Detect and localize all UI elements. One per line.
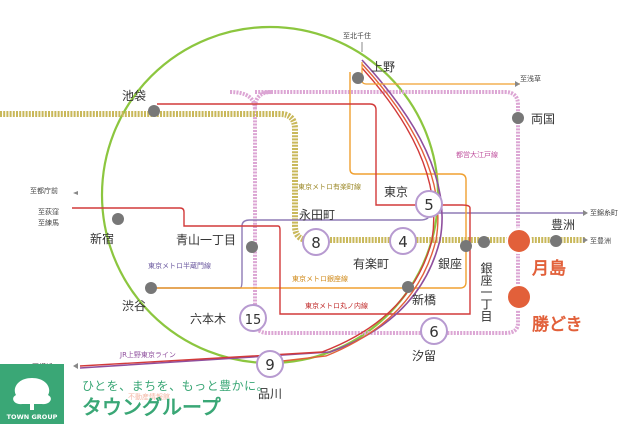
station-tokyo: 東京 xyxy=(384,185,408,199)
jr-tokaido-line xyxy=(273,63,439,363)
station-roppongi: 六本木 xyxy=(190,312,226,326)
oedo-line-label: 都営大江戸線 xyxy=(456,150,498,159)
arrow-kinshicho-icon xyxy=(583,210,588,216)
minutes-tokyo: 5 xyxy=(424,196,434,214)
dest-nerima: 至練馬 xyxy=(38,218,59,227)
minutes-nagatacho: 8 xyxy=(311,234,321,252)
dest-kita-senju: 至北千住 xyxy=(343,31,371,40)
station-tsukishima-marker xyxy=(506,228,532,254)
yurakucho-line-label: 東京メトロ有楽町線 xyxy=(298,182,361,191)
minutes-badge-tokyo: 5 xyxy=(415,190,443,218)
yurakucho-line xyxy=(0,111,585,243)
dest-ogikubo: 至荻窪 xyxy=(38,207,59,216)
station-aoyama-node xyxy=(246,241,258,253)
station-shiodome: 汐留 xyxy=(412,348,436,363)
minutes-shiodome: 6 xyxy=(429,323,439,341)
station-nagatacho: 永田町 xyxy=(299,208,335,222)
station-ryogoku: 両国 xyxy=(531,112,555,126)
oedo-line-west xyxy=(229,90,257,111)
marunouchi-line-label: 東京メトロ丸ノ内線 xyxy=(305,301,368,310)
marunouchi-line xyxy=(72,103,471,315)
station-ginza-node xyxy=(460,240,472,252)
ginza-line xyxy=(150,72,467,289)
brand-logo-text: TOWN GROUP xyxy=(7,413,58,421)
minutes-badge-yurakucho: 4 xyxy=(389,227,417,255)
brand-faint-text: 不動産情報館 xyxy=(128,392,170,401)
station-aoyama: 青山一丁目 xyxy=(176,233,236,247)
station-tsukishima: 月島 xyxy=(531,258,566,279)
minutes-yurakucho: 4 xyxy=(398,233,408,251)
ginza-line-label: 東京メトロ銀座線 xyxy=(292,274,348,283)
station-toyosu-node xyxy=(550,235,562,247)
dest-toyosu: 至豊洲 xyxy=(590,236,611,245)
station-ryogoku-node xyxy=(512,112,524,124)
station-ikebukuro-node xyxy=(148,105,160,117)
arrow-tochomae-icon xyxy=(73,191,78,195)
dest-kinshicho: 至錦糸町 xyxy=(590,208,618,217)
station-shibuya-node xyxy=(145,282,157,294)
station-yurakucho: 有楽町 xyxy=(353,257,389,271)
minutes-badge-shinagawa: 9 xyxy=(256,350,284,378)
station-kachidoki-marker xyxy=(506,284,532,310)
arrow-yokohama-icon xyxy=(73,363,78,369)
station-shinbashi: 新橋 xyxy=(412,292,436,307)
jr-keihin-line xyxy=(79,67,435,367)
station-shinjuku-node xyxy=(112,213,124,225)
minutes-badge-shiodome: 6 xyxy=(420,317,448,345)
brand-tagline: ひとを、まちを、もっと豊かに。 xyxy=(82,379,269,393)
brand-name: タウングループ xyxy=(82,395,222,419)
arrow-asakusa-icon xyxy=(515,81,520,87)
minutes-shinagawa: 9 xyxy=(265,356,275,374)
minutes-roppongi: 15 xyxy=(245,313,262,328)
arrow-toyosu-icon xyxy=(583,237,588,243)
dest-asakusa: 至浅草 xyxy=(520,74,541,83)
station-kachidoki: 勝どき xyxy=(532,314,583,335)
minutes-badge-nagatacho: 8 xyxy=(302,228,330,256)
jr-ueno-tokyo-line-label: JR上野東京ライン xyxy=(119,350,176,359)
station-shibuya: 渋谷 xyxy=(122,299,146,313)
station-ueno: 上野 xyxy=(371,60,395,74)
station-ueno-node xyxy=(352,72,364,84)
station-ginza-itchome: 銀座一丁目 xyxy=(479,262,493,322)
station-shinjuku: 新宿 xyxy=(90,231,114,246)
station-shinbashi-node xyxy=(402,281,414,293)
station-toyosu: 豊洲 xyxy=(551,218,575,232)
oedo-line xyxy=(253,90,520,335)
minutes-badge-roppongi: 15 xyxy=(239,304,267,332)
station-shinagawa: 品川 xyxy=(258,387,282,401)
dest-tochomae: 至都庁前 xyxy=(30,186,58,195)
hanzomon-line-label: 東京メトロ半蔵門線 xyxy=(148,261,211,270)
brand-logo: TOWN GROUP xyxy=(0,364,64,424)
station-ikebukuro: 池袋 xyxy=(122,89,146,103)
station-ginza: 銀座 xyxy=(438,256,462,271)
station-ginza-itchome-node xyxy=(478,236,490,248)
